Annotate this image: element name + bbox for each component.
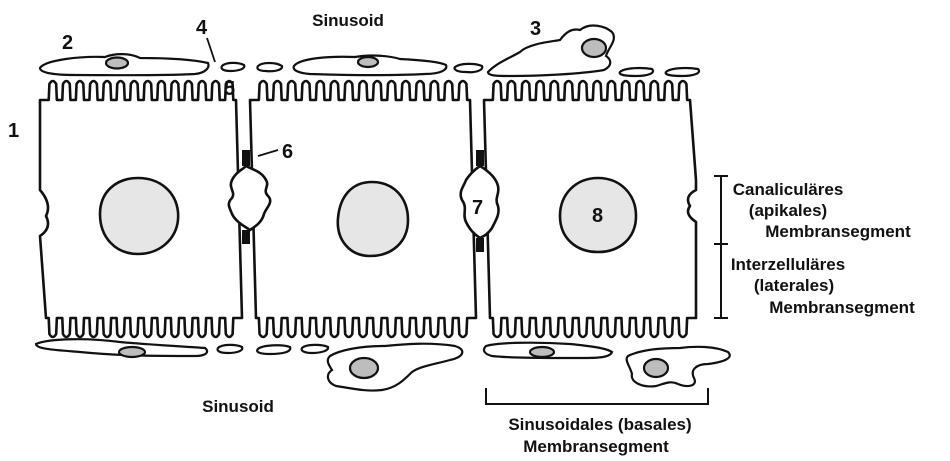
nucleus	[338, 182, 408, 256]
bracket-sinusoidal	[486, 388, 708, 404]
bracket-canalicular	[714, 176, 728, 244]
legend-sinusoidal-line-1: Sinusoidales (basales)	[508, 415, 691, 434]
endothelial-nucleus	[119, 347, 145, 357]
label-sinusoid-top: Sinusoid	[312, 11, 384, 30]
label-6: 6	[282, 141, 293, 163]
kupffer-cell	[328, 344, 462, 391]
nucleus	[100, 178, 178, 254]
kupffer-nucleus	[350, 358, 378, 378]
label-8: 8	[592, 205, 603, 227]
tight-junction-6	[242, 150, 250, 166]
endothelial-nucleus	[106, 58, 128, 69]
tight-junction	[242, 230, 250, 244]
tight-junction	[476, 238, 484, 252]
endothelial-fenestra	[455, 64, 483, 72]
legend-interzellular-line-1: Interzelluläres	[731, 255, 845, 274]
label-2: 2	[62, 32, 73, 54]
kupffer-nucleus	[582, 39, 606, 57]
label-sinusoid-bottom: Sinusoid	[202, 397, 274, 416]
legend-sinusoidal-line-2: Membransegment	[523, 437, 669, 456]
bottom-sinusoid-lining	[36, 339, 730, 390]
endothelial-nucleus	[358, 57, 378, 67]
legend-canalicular-line-1: Canaliculäres	[733, 180, 844, 199]
label-4: 4	[196, 17, 208, 39]
endothelial-fenestra	[666, 68, 699, 76]
top-sinusoid-lining	[40, 26, 699, 76]
kupffer-nucleus	[644, 359, 668, 377]
tight-junction	[476, 150, 484, 166]
endothelial-fenestra	[257, 63, 282, 71]
endothelial-fenestra	[302, 345, 329, 353]
legend-canalicular-line-2: (apikales)	[749, 201, 827, 220]
label-3: 3	[530, 18, 541, 40]
label-5: 5	[224, 78, 235, 100]
endothelial-nucleus	[530, 347, 554, 357]
legend-interzellular-line-2: (laterales)	[754, 276, 834, 295]
label-1: 1	[8, 120, 19, 142]
label-7: 7	[472, 197, 483, 219]
endothelial-fenestra	[217, 345, 242, 353]
legend-interzellular-line-3: Membransegment	[769, 298, 915, 317]
endothelial-fenestra	[620, 68, 653, 76]
kupffer-cell	[627, 347, 730, 387]
pointer-line-4	[207, 38, 215, 62]
legend-canalicular-line-3: Membransegment	[765, 222, 911, 241]
bracket-interzellular	[714, 244, 728, 318]
endothelial-fenestra	[221, 63, 244, 71]
endothelial-fenestra	[257, 345, 290, 354]
